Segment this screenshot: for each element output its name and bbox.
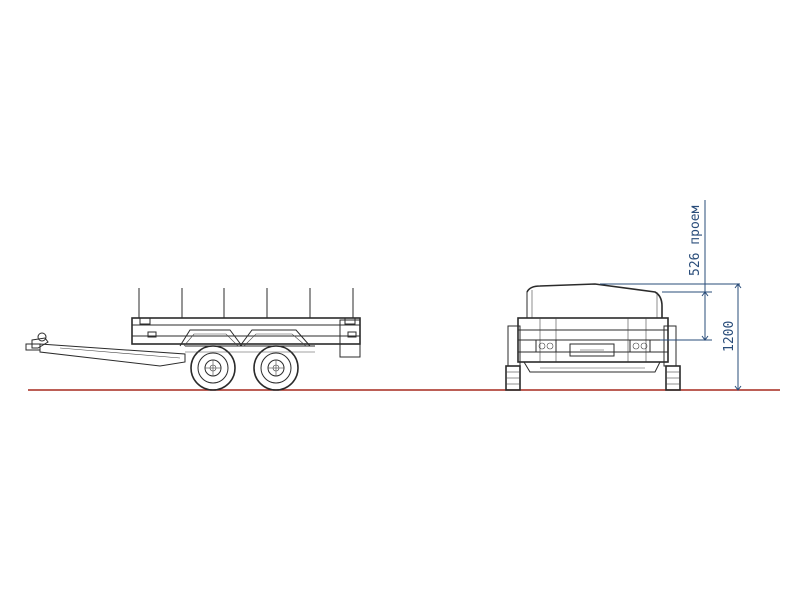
dimension-height	[734, 283, 742, 391]
height-dimension-label: 1200	[722, 321, 737, 352]
right-rear-light	[629, 339, 651, 353]
wheel-front	[190, 345, 236, 391]
side-view	[25, 288, 361, 391]
stakes	[138, 288, 354, 318]
wheel-rear	[253, 345, 299, 391]
left-rear-light	[535, 339, 557, 353]
rear-wheel-left	[505, 365, 521, 391]
license-plate	[569, 343, 615, 357]
drawbar	[25, 332, 186, 367]
fender-front	[179, 329, 243, 347]
dimension-opening	[600, 200, 740, 341]
awning-frame	[526, 283, 663, 318]
rear-wheel-right	[665, 365, 681, 391]
rear-view	[505, 283, 681, 391]
fender-rear	[239, 329, 311, 347]
opening-dimension-label: 526 проем	[688, 205, 703, 276]
